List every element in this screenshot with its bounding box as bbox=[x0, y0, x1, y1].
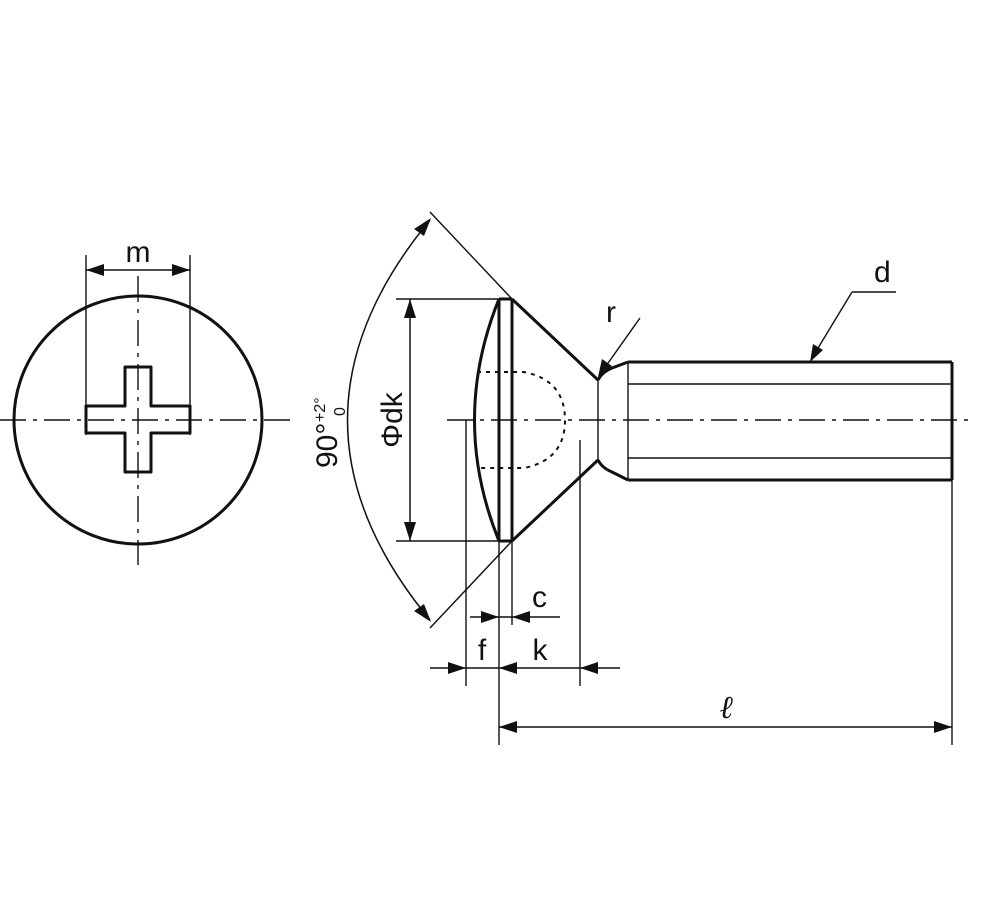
angle-extension-upper bbox=[429, 211, 513, 300]
d-label: d bbox=[874, 256, 891, 289]
neck-fillet-lower bbox=[596, 459, 629, 482]
d-leader-line bbox=[811, 291, 853, 359]
m-arrow-left bbox=[86, 264, 104, 276]
dk-arrow-bottom bbox=[404, 522, 416, 541]
r-label: r bbox=[606, 296, 616, 329]
head-cone-upper bbox=[510, 297, 600, 382]
side-dimensions: Φdk 90° +2° 0 r d c bbox=[311, 211, 953, 745]
dk-label: Φdk bbox=[376, 391, 409, 448]
c-label: c bbox=[532, 581, 547, 614]
side-view bbox=[447, 297, 975, 543]
angle-main-label: 90° bbox=[311, 423, 344, 468]
m-label: m bbox=[126, 236, 151, 269]
m-arrow-right bbox=[172, 264, 190, 276]
angle-arrow-lower bbox=[414, 604, 431, 622]
k-label: k bbox=[533, 634, 549, 667]
k-arrow-right bbox=[580, 662, 598, 674]
k-arrow-left bbox=[499, 662, 517, 674]
l-arrow-right bbox=[934, 721, 952, 733]
r-leader-arrow bbox=[598, 359, 612, 377]
dk-arrow-top bbox=[404, 299, 416, 318]
angle-extension-lower bbox=[429, 540, 513, 629]
l-label: ℓ bbox=[719, 689, 733, 725]
recess-hidden-line bbox=[477, 371, 567, 469]
l-arrow-left bbox=[499, 721, 517, 733]
angle-label: 90° +2° 0 bbox=[311, 397, 349, 468]
f-label: f bbox=[478, 634, 487, 667]
raised-head-dome bbox=[473, 298, 501, 542]
neck-fillet-upper bbox=[596, 360, 629, 381]
c-arrow-left bbox=[481, 611, 499, 623]
angle-arc bbox=[346, 219, 431, 621]
f-arrow-left bbox=[448, 662, 466, 674]
angle-arrow-upper bbox=[414, 218, 431, 236]
top-view: m bbox=[0, 236, 290, 565]
d-leader-arrow bbox=[810, 344, 823, 362]
angle-tolerance-upper: +2° bbox=[312, 397, 329, 422]
head-cone-lower bbox=[510, 458, 600, 543]
c-arrow-right bbox=[512, 611, 530, 623]
angle-tolerance-lower: 0 bbox=[332, 407, 349, 416]
